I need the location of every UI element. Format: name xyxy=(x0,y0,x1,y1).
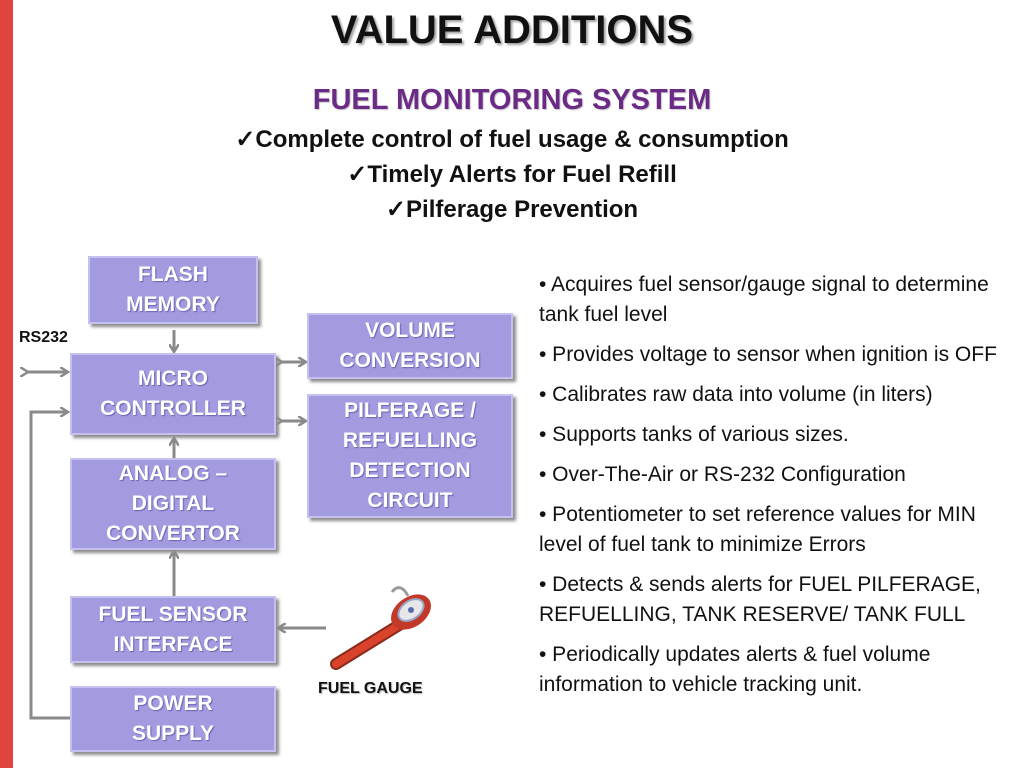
fuel-sensor-interface-block: FUEL SENSOR INTERFACE xyxy=(70,596,276,663)
feature-checklist: ✓Complete control of fuel usage & consum… xyxy=(0,122,1024,227)
fuel-sensor-interface-label: FUEL SENSOR INTERFACE xyxy=(98,602,248,656)
fuel-gauge-icon xyxy=(330,586,431,670)
checkmark-icon: ✓ xyxy=(347,161,368,188)
bullet-item: • Provides voltage to sensor when igniti… xyxy=(539,343,997,366)
bullet-item: • Periodically updates alerts & fuel vol… xyxy=(539,643,931,696)
bullet-item: • Calibrates raw data into volume (in li… xyxy=(539,383,933,406)
micro-controller-block: MICRO CONTROLLER xyxy=(70,353,276,435)
volume-conversion-block: VOLUME CONVERSION xyxy=(307,313,513,379)
volume-conversion-label: VOLUME CONVERSION xyxy=(339,319,481,372)
checklist-item: ✓Timely Alerts for Fuel Refill xyxy=(347,161,677,188)
pilferage-circuit-block: PILFERAGE / REFUELLING DETECTION CIRCUIT xyxy=(307,394,513,518)
power-loop-line xyxy=(29,412,70,720)
subtitle: FUEL MONITORING SYSTEM xyxy=(312,84,712,116)
bullet-item: • Supports tanks of various sizes. xyxy=(539,423,849,446)
pilferage-circuit-label: PILFERAGE / REFUELLING DETECTION CIRCUIT xyxy=(342,399,478,512)
checkmark-icon: ✓ xyxy=(235,126,256,153)
flash-memory-label: FLASH MEMORY xyxy=(126,263,220,316)
accent-bar xyxy=(0,0,13,768)
power-supply-block: POWER SUPPLY xyxy=(70,686,276,752)
page-title: VALUE ADDITIONS xyxy=(330,8,694,52)
flash-memory-block: FLASH MEMORY xyxy=(88,256,258,324)
adc-label: ANALOG – DIGITAL CONVERTOR xyxy=(106,462,240,545)
micro-controller-label: MICRO CONTROLLER xyxy=(100,367,246,420)
fuel-gauge-label: FUEL GAUGE xyxy=(318,680,423,697)
bullet-item: • Acquires fuel sensor/gauge signal to d… xyxy=(539,273,989,326)
rs232-label: RS232 xyxy=(19,329,68,346)
bullet-item: • Potentiometer to set reference values … xyxy=(539,503,976,556)
power-supply-label: POWER SUPPLY xyxy=(131,692,215,745)
adc-block: ANALOG – DIGITAL CONVERTOR xyxy=(70,458,276,550)
checklist-item: ✓Pilferage Prevention xyxy=(385,196,639,223)
bullet-item: • Detects & sends alerts for FUEL PILFER… xyxy=(539,573,981,626)
checkmark-icon: ✓ xyxy=(385,196,407,223)
feature-bullet-list: • Acquires fuel sensor/gauge signal to d… xyxy=(539,270,1024,710)
checklist-item: ✓Complete control of fuel usage & consum… xyxy=(235,126,789,153)
bullet-item: • Over-The-Air or RS-232 Configuration xyxy=(539,463,906,486)
